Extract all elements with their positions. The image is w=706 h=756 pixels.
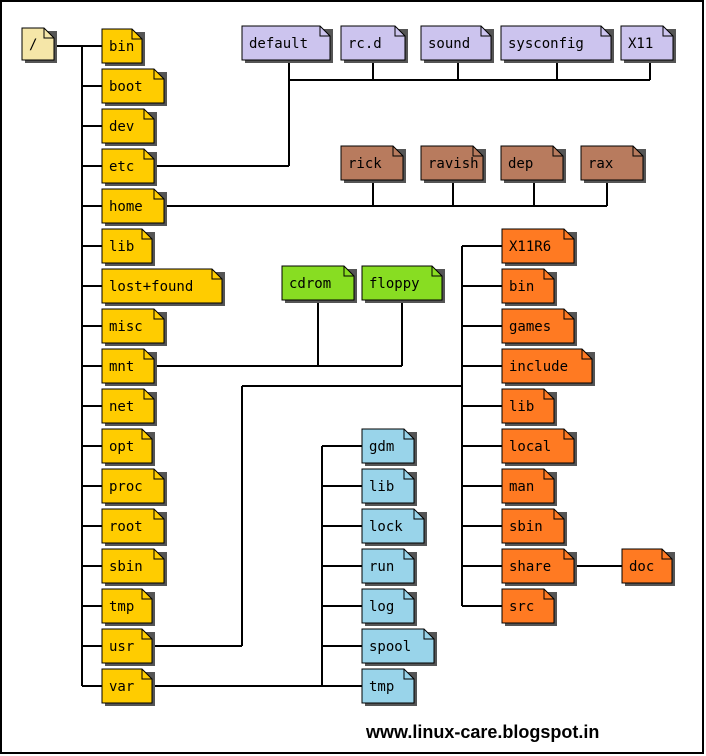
dir-usr-share-doc-label: doc <box>629 559 654 575</box>
dir-home-dep: dep <box>500 145 566 183</box>
dir-home-label: home <box>109 199 143 215</box>
dir-root-label: root <box>109 519 143 535</box>
dir-opt-label: opt <box>109 439 134 455</box>
dir-proc-label: proc <box>109 479 143 495</box>
dir-net-label: net <box>109 399 134 415</box>
dir-mnt-floppy-label: floppy <box>369 276 420 292</box>
dir-sbin-label: sbin <box>109 559 143 575</box>
site-credit: www.linux-care.blogspot.in <box>366 722 600 742</box>
dir-sbin: sbin <box>101 548 167 586</box>
dir-mnt: mnt <box>101 348 157 386</box>
dir-proc: proc <box>101 468 167 506</box>
dir-home-dep-label: dep <box>508 156 533 172</box>
dir-usr-lib: lib <box>501 388 557 426</box>
dir-tmp: tmp <box>101 588 155 626</box>
dir-var-lock-label: lock <box>369 519 403 535</box>
dir-usr-include-label: include <box>509 359 568 375</box>
dir-usr-games-label: games <box>509 319 551 335</box>
dir-usr-local-label: local <box>509 439 551 455</box>
dir-mnt-label: mnt <box>109 359 134 375</box>
dir-usr-sbin-label: sbin <box>509 519 543 535</box>
dir-var-lib-label: lib <box>369 479 394 495</box>
dir-etc-label: etc <box>109 159 134 175</box>
dir-var-gdm-label: gdm <box>369 439 394 455</box>
dir-usr-x11r6: X11R6 <box>501 228 577 266</box>
dir-home-rax-label: rax <box>588 156 613 172</box>
dir-home-ravish: ravish <box>420 145 486 183</box>
dir-usr-sbin: sbin <box>501 508 567 546</box>
dir-lib-label: lib <box>109 239 134 255</box>
dir-var-run-label: run <box>369 559 394 575</box>
dir-usr-share: share <box>501 548 577 586</box>
dir-etc-sysconfig-label: sysconfig <box>508 36 584 52</box>
dir-mnt-cdrom: cdrom <box>281 265 357 303</box>
dir-opt: opt <box>101 428 155 466</box>
dir-usr-x11r6-label: X11R6 <box>509 239 551 255</box>
dir-etc-rc-d: rc.d <box>340 25 408 63</box>
dir-dev-label: dev <box>109 119 134 135</box>
dir-mnt-cdrom-label: cdrom <box>289 276 331 292</box>
dir-boot-label: boot <box>109 79 143 95</box>
dir-bin: bin <box>101 28 145 66</box>
dir-home-rax: rax <box>580 145 646 183</box>
dir-misc: misc <box>101 308 167 346</box>
dir-var-lock: lock <box>361 508 427 546</box>
dir-lost-found-label: lost+found <box>109 279 193 295</box>
dir-net: net <box>101 388 157 426</box>
dir-var-label: var <box>109 679 134 695</box>
dir-home-ravish-label: ravish <box>428 156 479 172</box>
dir-etc-sound-label: sound <box>428 36 470 52</box>
dir-var-gdm: gdm <box>361 428 417 466</box>
dir-usr: usr <box>101 628 155 666</box>
dir-usr-label: usr <box>109 639 134 655</box>
dir-root-label: / <box>29 37 37 53</box>
dir-misc-label: misc <box>109 319 143 335</box>
dir-var: var <box>101 668 155 706</box>
dir-etc: etc <box>101 148 157 186</box>
dir-var-spool-label: spool <box>369 639 411 655</box>
dir-usr-lib-label: lib <box>509 399 534 415</box>
dir-usr-share-label: share <box>509 559 551 575</box>
dir-etc-sysconfig: sysconfig <box>500 25 614 63</box>
dir-usr-bin: bin <box>501 268 557 306</box>
dir-usr-man: man <box>501 468 557 506</box>
dir-usr-games: games <box>501 308 577 346</box>
dir-root: / <box>21 27 57 63</box>
dir-var-run: run <box>361 548 417 586</box>
dir-etc-x11: X11 <box>620 25 676 63</box>
dir-etc-default-label: default <box>249 36 308 52</box>
dir-var-spool: spool <box>361 628 437 666</box>
dir-var-log: log <box>361 588 417 626</box>
dir-lost-found: lost+found <box>101 268 225 306</box>
dir-home-rick: rick <box>340 145 406 183</box>
dir-usr-src: src <box>501 588 557 626</box>
dir-usr-man-label: man <box>509 479 534 495</box>
dir-home: home <box>101 188 167 226</box>
dir-lib: lib <box>101 228 155 266</box>
dir-mnt-floppy: floppy <box>361 265 445 303</box>
dir-var-tmp: tmp <box>361 668 417 706</box>
dir-var-lib: lib <box>361 468 417 506</box>
dir-tmp-label: tmp <box>109 599 134 615</box>
dir-etc-rc-d-label: rc.d <box>348 36 382 52</box>
dir-usr-local: local <box>501 428 577 466</box>
dir-boot: boot <box>101 68 167 106</box>
dir-usr-include: include <box>501 348 595 386</box>
dir-etc-x11-label: X11 <box>628 36 653 52</box>
dir-etc-sound: sound <box>420 25 494 63</box>
dir-bin-label: bin <box>109 39 134 55</box>
dir-usr-bin-label: bin <box>509 279 534 295</box>
dir-usr-share-doc: doc <box>621 548 675 586</box>
dir-home-rick-label: rick <box>348 156 382 172</box>
dir-root: root <box>101 508 167 546</box>
dir-var-log-label: log <box>369 599 394 615</box>
dir-usr-src-label: src <box>509 599 534 615</box>
dir-var-tmp-label: tmp <box>369 679 394 695</box>
dir-dev: dev <box>101 108 157 146</box>
dir-etc-default: default <box>241 25 333 63</box>
